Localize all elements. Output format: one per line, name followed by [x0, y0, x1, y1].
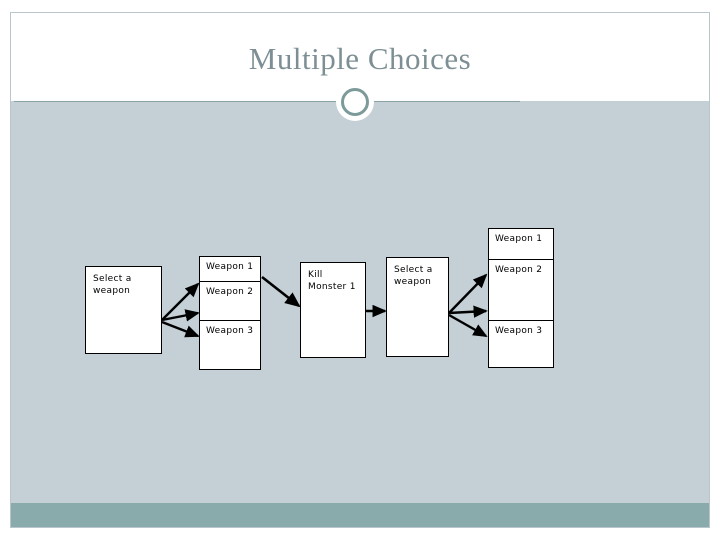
header-divider-rule-fade — [520, 101, 706, 102]
weapon-stack-1-cell-3[interactable]: Weapon 3 — [200, 321, 260, 369]
weapon-stack-2-cell-2[interactable]: Weapon 2 — [489, 260, 553, 321]
node-kill-monster-1-line1: Kill — [308, 270, 323, 280]
weapon-stack-1-cell-2[interactable]: Weapon 2 — [200, 282, 260, 321]
node-select-weapon-1-label: Select a weapon — [93, 273, 157, 297]
page-title: Multiple Choices — [248, 41, 472, 76]
connector-select2-to-weapon3 — [448, 313, 488, 338]
weapon-stack-1-cell-1[interactable]: Weapon 1 — [200, 257, 260, 282]
node-kill-monster-1-label: Kill Monster 1 — [308, 269, 361, 293]
connector-weapon1-to-kill-monster — [261, 275, 301, 308]
weapon-stack-2-cell-2-label: Weapon 2 — [495, 265, 543, 275]
footer-accent-bar — [11, 503, 709, 528]
weapon-stack-1-cell-2-label: Weapon 2 — [206, 287, 254, 297]
node-select-weapon-1-line1: Select a — [93, 274, 132, 284]
weapon-stack-2[interactable]: Weapon 1 Weapon 2 Weapon 3 — [488, 228, 554, 368]
weapon-stack-1[interactable]: Weapon 1 Weapon 2 Weapon 3 — [199, 256, 261, 370]
weapon-stack-2-cell-1[interactable]: Weapon 1 — [489, 229, 553, 260]
connector-select1-to-weapon2 — [161, 309, 200, 322]
node-select-weapon-2-line1: Select a — [394, 265, 433, 275]
node-select-weapon-2[interactable]: Select a weapon — [386, 257, 449, 357]
node-kill-monster-1-line2: Monster 1 — [308, 282, 356, 292]
weapon-stack-2-cell-3-label: Weapon 3 — [495, 326, 543, 336]
connector-select2-to-weapon2 — [448, 305, 488, 318]
weapon-stack-2-cell-3[interactable]: Weapon 3 — [489, 321, 553, 367]
node-select-weapon-1[interactable]: Select a weapon — [85, 266, 162, 354]
connector-select2-to-weapon1 — [448, 273, 488, 314]
node-select-weapon-2-line2: weapon — [394, 277, 432, 287]
circle-ornament-icon — [341, 88, 369, 116]
node-kill-monster-1[interactable]: Kill Monster 1 — [300, 262, 366, 358]
weapon-stack-1-cell-3-label: Weapon 3 — [206, 326, 254, 336]
weapon-stack-2-cell-1-label: Weapon 1 — [495, 234, 543, 244]
connector-select1-to-weapon1 — [161, 282, 200, 321]
node-select-weapon-2-label: Select a weapon — [394, 264, 444, 288]
weapon-stack-1-cell-1-label: Weapon 1 — [206, 262, 254, 272]
connector-select1-to-weapon3 — [161, 320, 200, 338]
node-select-weapon-1-line2: weapon — [93, 286, 131, 296]
